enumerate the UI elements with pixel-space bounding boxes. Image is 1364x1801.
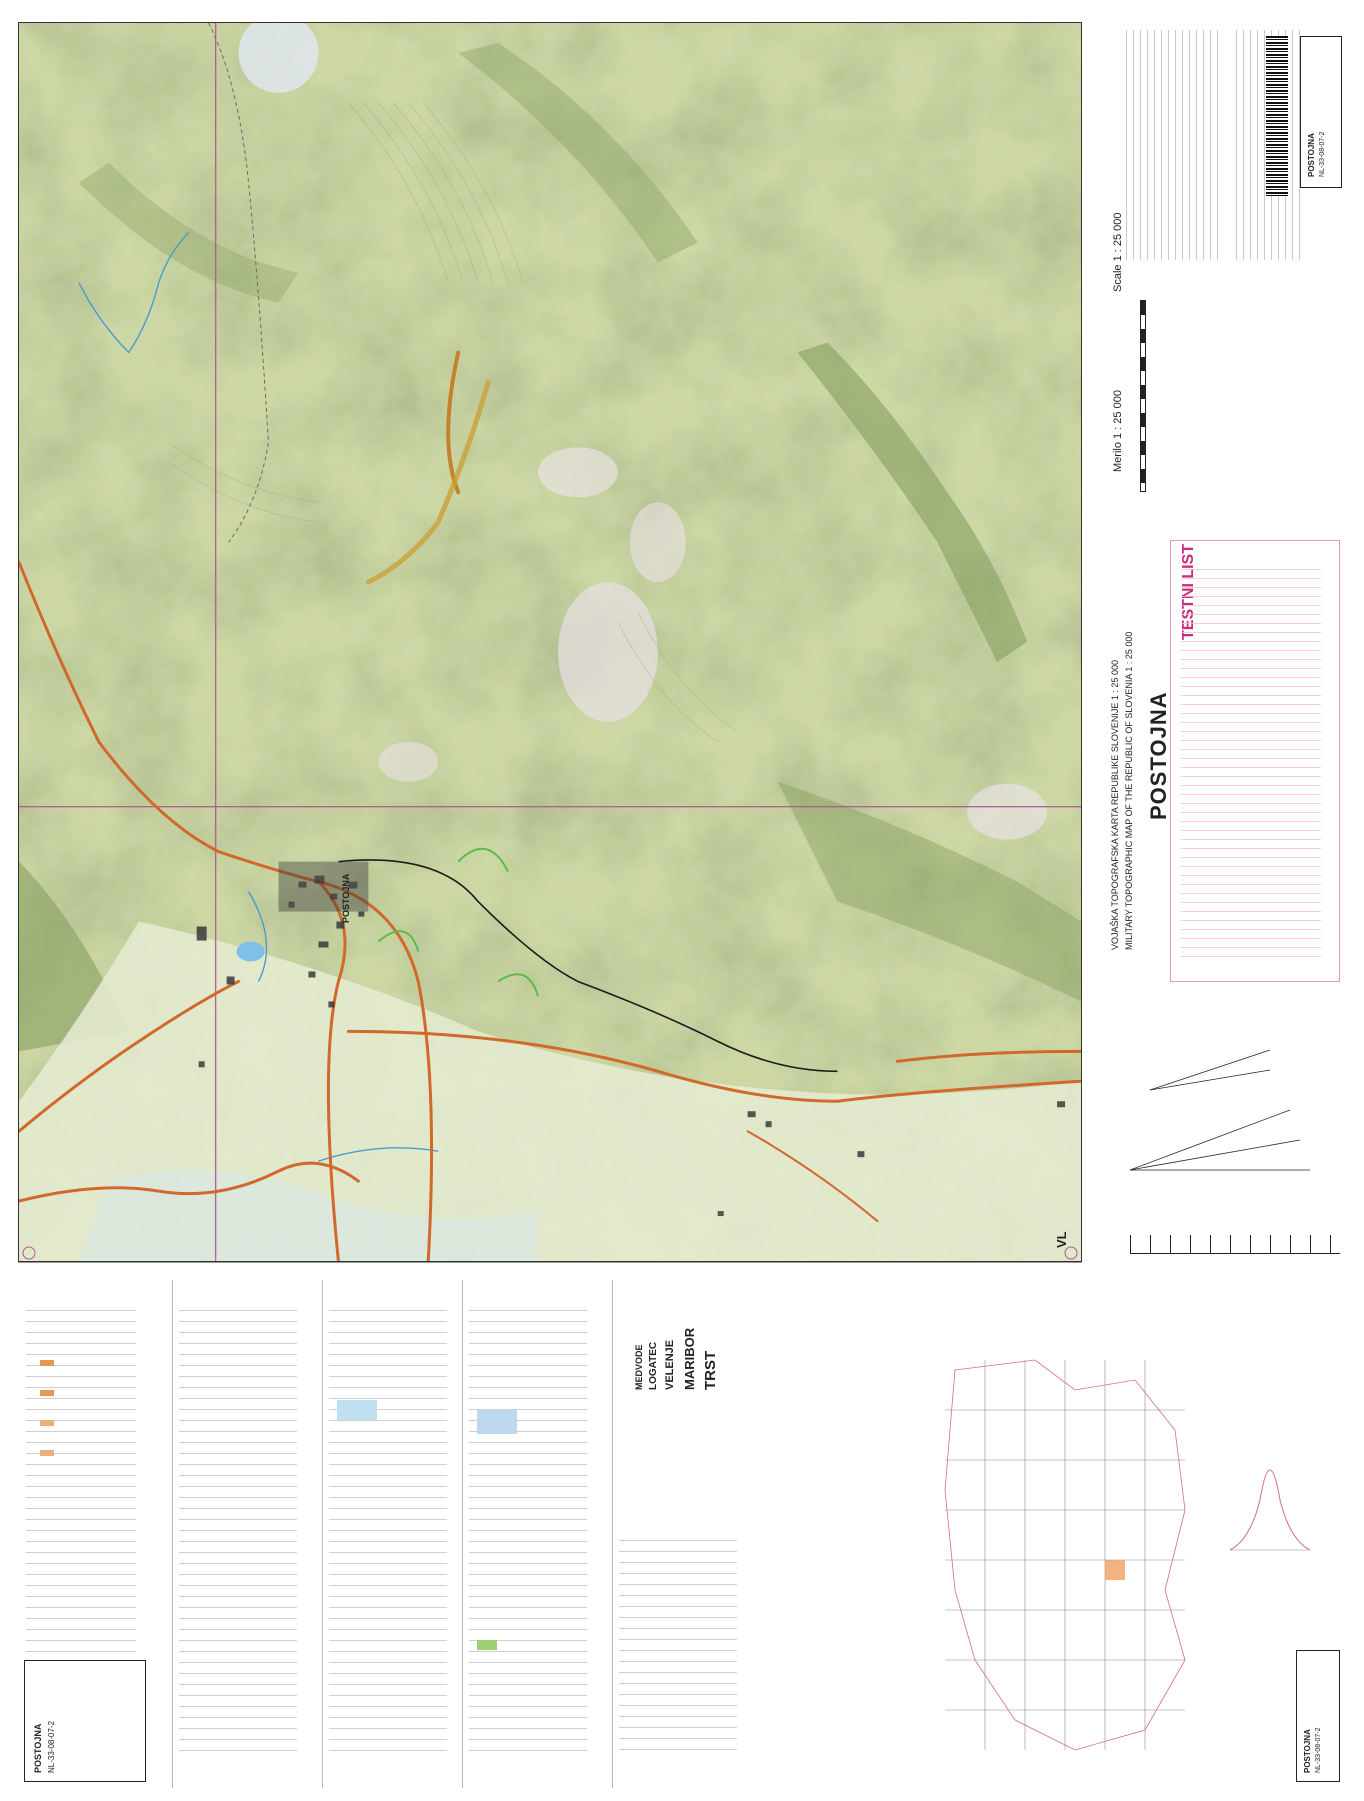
title-slovene: VOJAŠKA TOPOGRAFSKA KARTA REPUBLIKE SLOV…: [1110, 660, 1120, 950]
sheet-stamp-bottom-left: POSTOJNA NL-33-08-07-2: [24, 1660, 146, 1782]
legend-town-logatec: LOGATEC: [648, 1341, 659, 1390]
stamp-name-right: POSTOJNA: [1303, 1729, 1312, 1773]
sheet-index-map: [944, 1359, 1186, 1751]
declination-diagram: [1129, 1049, 1310, 1171]
legend-col-4: [462, 1280, 593, 1788]
stamp-number-right: NL-33-08-07-2: [1315, 1727, 1322, 1773]
topographic-map[interactable]: POSTOJNA VL: [18, 22, 1082, 1262]
sheet-stamp-bottom-right: POSTOJNA NL-33-08-07-2: [1296, 1650, 1340, 1782]
legend-town-medvode: MEDVODE: [634, 1344, 644, 1390]
elevation-graph: [1229, 1469, 1311, 1551]
sheet-stamp-top: POSTOJNA NL-33-08-07-2: [1300, 36, 1342, 188]
ruler-scale: [1130, 1235, 1340, 1254]
test-info-box: [1170, 540, 1340, 982]
legend-town-trst: TRST: [702, 1350, 719, 1390]
stamp-number-left: NL-33-08-07-2: [47, 1720, 56, 1773]
map-title: POSTOJNA: [1146, 691, 1171, 820]
stamp-name-left: POSTOJNA: [33, 1723, 43, 1773]
admin-text-block: [1120, 30, 1220, 260]
legend-col-2: [172, 1280, 303, 1788]
map-town-label: POSTOJNA: [341, 873, 351, 923]
title-english: MILITARY TOPOGRAPHIC MAP OF THE REPUBLIC…: [1124, 631, 1134, 950]
admin-text-block-2: [1230, 30, 1300, 260]
barcode: [1266, 36, 1288, 196]
map-legend: MEDVODE LOGATEC VELENJE MARIBOR TRST: [22, 1280, 882, 1788]
legend-town-velenje: VELENJE: [664, 1339, 676, 1390]
scale-slovene: Merilo 1 : 25 000: [1112, 390, 1124, 472]
stamp-name-top: POSTOJNA: [1307, 133, 1316, 177]
legend-town-maribor: MARIBOR: [682, 1327, 697, 1390]
map-terrain-svg: [19, 23, 1081, 1261]
legend-col-3: [322, 1280, 453, 1788]
legend-col-5: [612, 1280, 743, 1788]
map-corner-label: VL: [1054, 1231, 1069, 1248]
map-bottom-graticule: [18, 1262, 1082, 1273]
scale-bar: [1140, 300, 1146, 492]
stamp-number-top: NL-33-08-07-2: [1319, 131, 1326, 177]
